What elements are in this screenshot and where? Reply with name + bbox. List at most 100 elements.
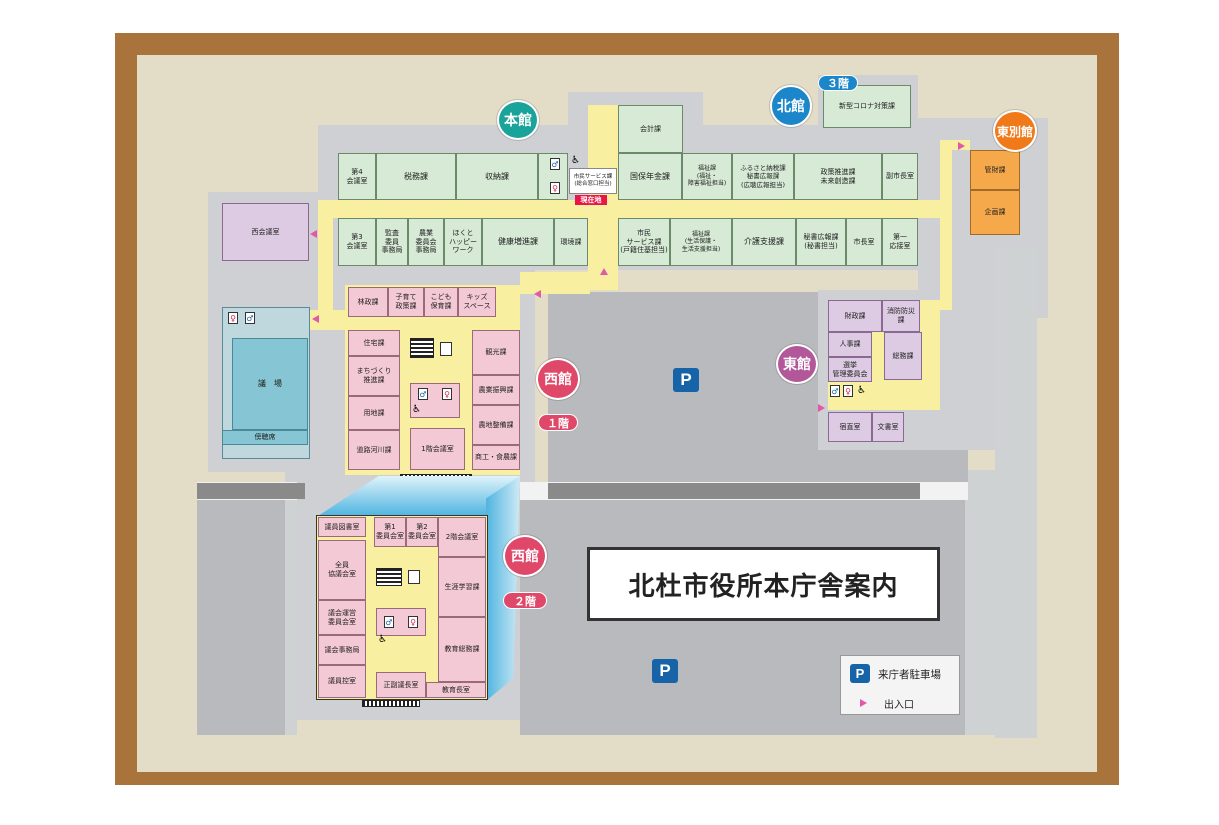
toilet-men-icon: ♂	[418, 388, 428, 400]
room-kaigishitsu-2f[interactable]: 2階会議室	[438, 517, 486, 557]
room-giin-hikae[interactable]: 議員控室	[318, 665, 366, 698]
floor-nishikan-1f: １階	[538, 414, 578, 431]
badge-higashi-bekkan: 東別館	[993, 110, 1037, 152]
room-dai1-iinkai[interactable]: 第1 委員会室	[374, 517, 406, 547]
room-giin-tosho[interactable]: 議員図書室	[318, 517, 366, 537]
room-fukushi-bottom[interactable]: 福祉課 (生活保護・ 生活支援担当)	[670, 218, 732, 266]
room-dai1-osetsu[interactable]: 第一 応接室	[882, 218, 918, 266]
room-machizukuri[interactable]: まちづくり 推進課	[348, 356, 400, 396]
entrance-arrow-icon	[534, 290, 541, 298]
room-corona[interactable]: 新型コロナ対策課	[823, 85, 911, 128]
room-kosodate[interactable]: 子育て 政策課	[388, 287, 424, 317]
toilet-women-icon: ♀	[408, 616, 418, 628]
room-kankyo[interactable]: 環境課	[554, 218, 588, 266]
room-fukushicho[interactable]: 副市長室	[882, 153, 918, 200]
room-zeimu[interactable]: 税務課	[376, 153, 456, 200]
wheelchair-icon: ♿	[571, 155, 580, 166]
toilet-men-icon: ♂	[384, 616, 394, 628]
room-hisho[interactable]: 秘書広報課 (秘書担当)	[796, 218, 846, 266]
legend-parking-icon: P	[850, 664, 870, 683]
map-title: 北杜市役所本庁舎案内	[587, 547, 940, 621]
room-gikai-unei[interactable]: 議会運営 委員会室	[318, 600, 366, 635]
road-right-2	[965, 470, 1005, 735]
stairs-icon	[362, 700, 420, 707]
room-daiyon-kaigi[interactable]: 第4 会議室	[338, 153, 376, 200]
room-seifuku-gicho[interactable]: 正副議長室	[376, 672, 426, 698]
room-kyoiku-somu[interactable]: 教育総務課	[438, 617, 486, 682]
room-yochi[interactable]: 用地課	[348, 396, 400, 430]
room-kaigishitsu-1f[interactable]: 1階会議室	[410, 428, 465, 470]
room-shukuchoku[interactable]: 宿直室	[828, 412, 872, 442]
room-kanko[interactable]: 観光課	[472, 330, 520, 375]
curb-strip-west	[197, 483, 305, 499]
parking-icon: P	[652, 659, 678, 683]
wheelchair-icon: ♿	[412, 404, 421, 415]
room-nochi[interactable]: 農地整備課	[472, 405, 520, 445]
toilet-women-icon: ♀	[442, 388, 452, 400]
room-kansa[interactable]: 監査 委員 事務局	[376, 218, 408, 266]
west-corridor	[318, 200, 333, 315]
room-jinji[interactable]: 人事課	[828, 332, 872, 357]
entrance-arrow-icon	[958, 142, 965, 150]
room-shuno[interactable]: 収納課	[456, 153, 538, 200]
parking-lot-west	[197, 500, 285, 735]
room-kikaku[interactable]: 企画課	[970, 190, 1020, 235]
room-bochoseki[interactable]: 傍聴席	[222, 430, 308, 445]
room-seisaku[interactable]: 政策推進課 未来創造課	[794, 153, 882, 200]
room-gikai-jimu[interactable]: 議会事務局	[318, 635, 366, 665]
toilet-women-icon: ♀	[843, 385, 853, 397]
entrance-arrow-icon	[600, 268, 608, 275]
room-kaigo[interactable]: 介護支援課	[732, 218, 796, 266]
room-shoko[interactable]: 商工・食農課	[472, 445, 520, 470]
parking-icon: P	[673, 368, 699, 392]
current-location-marker: 現在地	[575, 195, 607, 205]
badge-higashikan: 東館	[776, 344, 818, 384]
room-somu[interactable]: 総務課	[884, 332, 922, 380]
room-furusato[interactable]: ふるさと納税課 秘書広報課 (広聴広報担当)	[732, 153, 794, 200]
elevator-icon	[440, 342, 452, 356]
room-shobo[interactable]: 消防防災課	[882, 300, 920, 332]
room-shimin-service2[interactable]: 市民 サービス課 (戸籍住基担当)	[618, 218, 670, 266]
toilet-women-icon: ♀	[228, 312, 238, 324]
room-shicho[interactable]: 市長室	[846, 218, 882, 266]
room-nogyo-shinko[interactable]: 農業振興課	[472, 375, 520, 405]
entrance-arrow-icon	[818, 404, 825, 412]
room-dai2-iinkai[interactable]: 第2 委員会室	[406, 517, 438, 547]
room-bunsho[interactable]: 文書室	[872, 412, 904, 442]
room-kyoikucho[interactable]: 教育長室	[426, 682, 486, 698]
room-nogyo-iinkai[interactable]: 農業 委員会 事務局	[408, 218, 444, 266]
room-doro[interactable]: 道路河川課	[348, 430, 400, 470]
stairs-icon	[410, 338, 434, 358]
room-kids-space[interactable]: キッズ スペース	[458, 287, 496, 317]
entrance-arrow-icon	[312, 315, 319, 323]
room-jutaku[interactable]: 住宅課	[348, 330, 400, 356]
room-gijo[interactable]: 議 場	[232, 338, 308, 430]
floor-nishikan-2f: ２階	[503, 592, 547, 609]
badge-kitakan: 北館	[770, 85, 812, 127]
room-kaikei[interactable]: 会計課	[618, 105, 683, 153]
badge-nishikan-1f: 西館	[536, 358, 580, 400]
room-dai3-kaigi[interactable]: 第3 会議室	[338, 218, 376, 266]
legend-entrance-label: 出入口	[884, 700, 914, 711]
room-kodomo[interactable]: こども 保育課	[424, 287, 458, 317]
parking-lot-upper-right	[818, 450, 968, 482]
room-kokuho[interactable]: 国保年金課	[618, 153, 682, 200]
elevator-icon	[408, 570, 420, 584]
entrance-arrow-icon	[310, 230, 317, 238]
room-fukushi-top[interactable]: 福祉課 (福祉・ 障害福祉担当)	[682, 153, 732, 200]
room-kanzai[interactable]: 管財課	[970, 150, 1020, 190]
room-kenko[interactable]: 健康増進課	[482, 218, 554, 266]
room-nishi-kaigi[interactable]: 西会議室	[222, 203, 309, 261]
room-shimin-service[interactable]: 市民サービス課 (総合窓口担当)	[569, 168, 617, 194]
wheelchair-icon: ♿	[378, 634, 387, 645]
room-senkyo[interactable]: 選挙 管理委員会	[828, 357, 872, 382]
room-hokuto-happy[interactable]: ほくと ハッピー ワーク	[444, 218, 482, 266]
wheelchair-icon: ♿	[857, 385, 866, 396]
room-zenin-kyogi[interactable]: 全員 協議会室	[318, 540, 366, 600]
room-shogai[interactable]: 生涯学習課	[438, 557, 486, 617]
east-corridor	[940, 140, 952, 310]
room-rinsei[interactable]: 林政課	[348, 287, 388, 317]
badge-nishikan-2f: 西館	[503, 535, 547, 577]
east-link	[940, 140, 970, 150]
room-zaisei[interactable]: 財政課	[828, 300, 882, 332]
